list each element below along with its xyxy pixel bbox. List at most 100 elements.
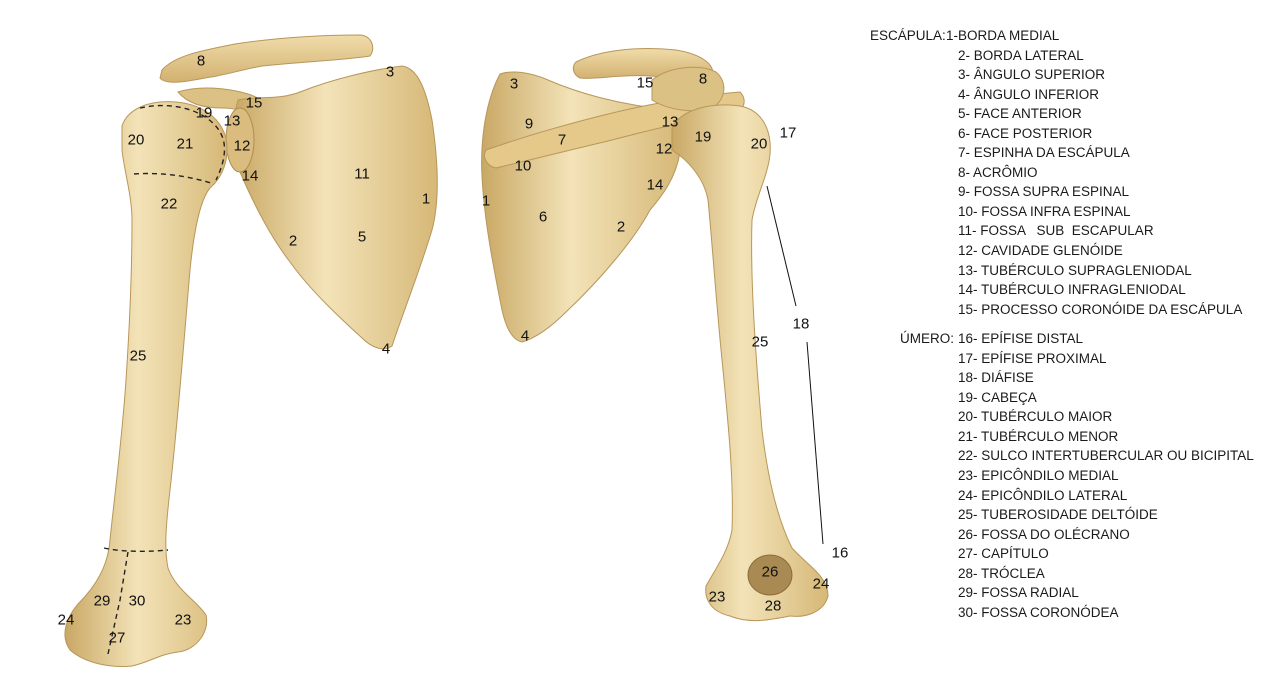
- legend-row: 10- FOSSA INFRA ESPINAL: [868, 202, 1258, 222]
- legend-item: 26- FOSSA DO OLÉCRANO: [958, 525, 1130, 545]
- legend-item: 3- ÂNGULO SUPERIOR: [958, 65, 1105, 85]
- legend-item: 5- FACE ANTERIOR: [958, 104, 1082, 124]
- legend: ESCÁPULA: 1-BORDA MEDIAL 2- BORDA LATERA…: [868, 26, 1258, 622]
- label-lateral-border: 2: [289, 234, 297, 249]
- label-inferior-angle-post: 4: [521, 329, 529, 344]
- label-lateral-epicondyle: 24: [58, 613, 75, 628]
- label-medial-epicondyle-post: 23: [709, 590, 726, 605]
- legend-row: 8- ACRÔMIO: [868, 163, 1258, 183]
- label-bicipital-groove: 22: [161, 197, 178, 212]
- label-medial-epicondyle: 23: [175, 613, 192, 628]
- legend-item: 19- CABEÇA: [958, 388, 1037, 408]
- label-head-post: 19: [695, 130, 712, 145]
- label-radial-fossa: 29: [94, 594, 111, 609]
- label-scapular-spine: 7: [558, 133, 566, 148]
- label-infraspinous-fossa: 10: [515, 159, 532, 174]
- legend-item: 9- FOSSA SUPRA ESPINAL: [958, 182, 1129, 202]
- legend-item: 20- TUBÉRCULO MAIOR: [958, 407, 1112, 427]
- label-medial-border: 1: [422, 192, 430, 207]
- legend-item: 22- SULCO INTERTUBERCULAR OU BICIPITAL: [958, 446, 1254, 466]
- humerus-anterior: [65, 102, 227, 667]
- label-proximal-epiphysis: 17: [780, 126, 797, 141]
- legend-item: 16- EPÍFISE DISTAL: [958, 329, 1083, 349]
- legend-item: 18- DIÁFISE: [958, 368, 1034, 388]
- legend-heading-humerus: ÚMERO:: [900, 329, 954, 349]
- legend-row: 3- ÂNGULO SUPERIOR: [868, 65, 1258, 85]
- legend-item: 7- ESPINHA DA ESCÁPULA: [958, 143, 1130, 163]
- legend-row: 17- EPÍFISE PROXIMAL: [868, 349, 1258, 369]
- legend-item: 15- PROCESSO CORONÓIDE DA ESCÁPULA: [958, 300, 1242, 320]
- legend-row: 7- ESPINHA DA ESCÁPULA: [868, 143, 1258, 163]
- leader-line-18-upper: [767, 186, 796, 306]
- legend-item: 27- CAPÍTULO: [958, 544, 1049, 564]
- legend-row: 4- ÂNGULO INFERIOR: [868, 85, 1258, 105]
- legend-gap: [868, 319, 1258, 329]
- scapula-anterior: [234, 66, 437, 349]
- legend-row: 26- FOSSA DO OLÉCRANO: [868, 525, 1258, 545]
- label-supraspinous-fossa: 9: [525, 117, 533, 132]
- legend-item: 4- ÂNGULO INFERIOR: [958, 85, 1099, 105]
- label-coracoid: 15: [246, 96, 263, 111]
- legend-row: 21- TUBÉRCULO MENOR: [868, 427, 1258, 447]
- label-superior-angle-post: 3: [510, 77, 518, 92]
- legend-item: 6- FACE POSTERIOR: [958, 124, 1092, 144]
- clavicle-anterior: [160, 35, 373, 82]
- legend-item: 8- ACRÔMIO: [958, 163, 1038, 183]
- label-superior-angle: 3: [386, 65, 394, 80]
- label-medial-border-post: 1: [482, 194, 490, 209]
- legend-row: 14- TUBÉRCULO INFRAGLENIODAL: [868, 280, 1258, 300]
- legend-row: 24- EPICÔNDILO LATERAL: [868, 486, 1258, 506]
- legend-row: 6- FACE POSTERIOR: [868, 124, 1258, 144]
- legend-item: 29- FOSSA RADIAL: [958, 583, 1079, 603]
- label-head: 19: [196, 106, 213, 121]
- label-posterior-face: 6: [539, 210, 547, 225]
- label-glenoid: 12: [234, 139, 251, 154]
- label-deltoid-tuberosity: 25: [130, 349, 147, 364]
- humerus-posterior: [672, 105, 828, 621]
- bones-illustration: [0, 0, 860, 673]
- label-greater-tubercle: 20: [128, 133, 145, 148]
- label-supraglenoid: 13: [224, 114, 241, 129]
- legend-row: 27- CAPÍTULO: [868, 544, 1258, 564]
- label-anterior-face: 5: [358, 230, 366, 245]
- label-greater-tubercle-post: 20: [751, 137, 768, 152]
- legend-row: 20- TUBÉRCULO MAIOR: [868, 407, 1258, 427]
- legend-item: 21- TUBÉRCULO MENOR: [958, 427, 1118, 447]
- legend-item: 30- FOSSA CORONÓDEA: [958, 603, 1119, 623]
- label-lesser-tubercle: 21: [177, 137, 194, 152]
- legend-row: 28- TRÓCLEA: [868, 564, 1258, 584]
- label-inferior-angle: 4: [382, 342, 390, 357]
- legend-item: 10- FOSSA INFRA ESPINAL: [958, 202, 1131, 222]
- legend-row: 25- TUBEROSIDADE DELTÓIDE: [868, 505, 1258, 525]
- label-distal-epiphysis: 16: [832, 546, 849, 561]
- label-deltoid-tuberosity-post: 25: [752, 335, 769, 350]
- legend-item: 11- FOSSA SUB ESCAPULAR: [958, 221, 1154, 241]
- label-supraglenoid-post: 13: [662, 115, 679, 130]
- label-lateral-border-post: 2: [617, 220, 625, 235]
- label-infraglenoid: 14: [242, 169, 259, 184]
- legend-item: 28- TRÓCLEA: [958, 564, 1045, 584]
- legend-row: 13- TUBÉRCULO SUPRAGLENIODAL: [868, 261, 1258, 281]
- legend-row: 2- BORDA LATERAL: [868, 46, 1258, 66]
- legend-item: 24- EPICÔNDILO LATERAL: [958, 486, 1127, 506]
- label-acromion: 8: [197, 54, 205, 69]
- legend-row: 19- CABEÇA: [868, 388, 1258, 408]
- label-glenoid-post: 12: [656, 142, 673, 157]
- legend-row: ESCÁPULA: 1-BORDA MEDIAL: [868, 26, 1258, 46]
- legend-row: 23- EPICÔNDILO MEDIAL: [868, 466, 1258, 486]
- legend-row: ÚMERO: 16- EPÍFISE DISTAL: [868, 329, 1258, 349]
- legend-item: 17- EPÍFISE PROXIMAL: [958, 349, 1107, 369]
- legend-item: 1-BORDA MEDIAL: [946, 26, 1059, 46]
- legend-row: 22- SULCO INTERTUBERCULAR OU BICIPITAL: [868, 446, 1258, 466]
- legend-item: 13- TUBÉRCULO SUPRAGLENIODAL: [958, 261, 1192, 281]
- acromion-posterior: [652, 67, 724, 110]
- legend-row: 29- FOSSA RADIAL: [868, 583, 1258, 603]
- legend-row: 18- DIÁFISE: [868, 368, 1258, 388]
- legend-heading-scapula: ESCÁPULA:: [870, 26, 946, 46]
- legend-item: 25- TUBEROSIDADE DELTÓIDE: [958, 505, 1158, 525]
- label-olecranon-fossa: 26: [762, 565, 779, 580]
- leader-line-18-lower: [807, 342, 823, 544]
- legend-row: 12- CAVIDADE GLENÓIDE: [868, 241, 1258, 261]
- legend-row: 30- FOSSA CORONÓDEA: [868, 603, 1258, 623]
- label-trochlea: 28: [765, 599, 782, 614]
